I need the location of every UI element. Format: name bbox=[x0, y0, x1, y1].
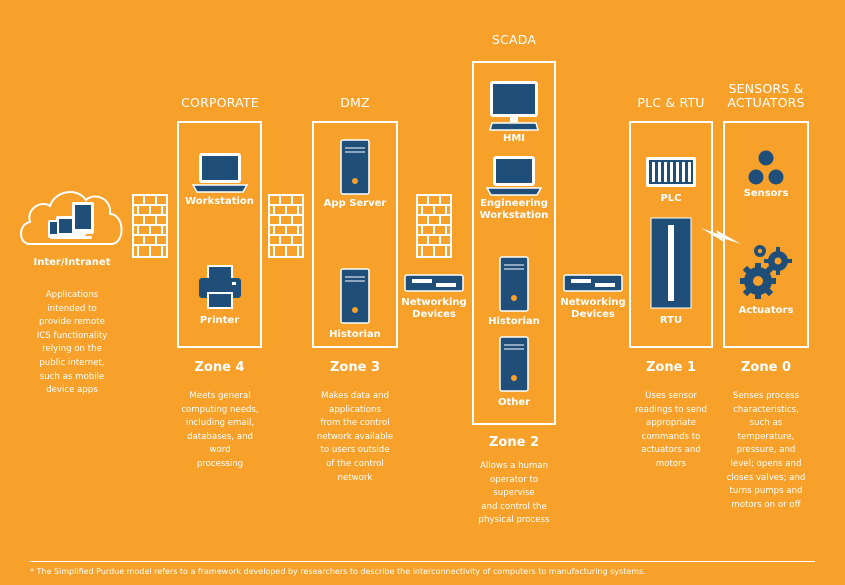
header-sensors-line2: ACTUATORS bbox=[727, 95, 805, 110]
zone4-description: Meets general computing needs, including… bbox=[181, 391, 259, 469]
sensors-label: Sensors bbox=[743, 188, 789, 199]
zone4-box bbox=[177, 121, 262, 348]
zone2-title: Zone 2 bbox=[488, 435, 539, 450]
header-sensors-line1: SENSORS & bbox=[728, 81, 804, 96]
zone2-description: Allows a human operator to supervise and… bbox=[478, 461, 550, 526]
switch-icon bbox=[563, 274, 623, 292]
zone3-description: Makes data and applications from the con… bbox=[316, 391, 394, 483]
zone3-box bbox=[312, 121, 398, 348]
gears-icon bbox=[740, 245, 792, 299]
rtu-icon bbox=[650, 217, 692, 309]
server-icon bbox=[340, 139, 370, 195]
header-scada: SCADA bbox=[491, 32, 537, 47]
other-label: Other bbox=[497, 397, 531, 408]
firewall-icon bbox=[268, 194, 304, 258]
lightning-icon bbox=[701, 228, 741, 244]
footnote: * The Simplified Purdue model refers to … bbox=[30, 567, 646, 576]
sensors-icon bbox=[748, 150, 784, 185]
hmi-label: HMI bbox=[502, 133, 526, 144]
printer-icon bbox=[199, 265, 241, 309]
engineering-workstation-line2: Workstation bbox=[479, 210, 549, 221]
cloud-icon bbox=[20, 191, 123, 245]
header-dmz: DMZ bbox=[340, 95, 370, 110]
actuators-label: Actuators bbox=[738, 305, 794, 316]
networking-devices-2-line1: Networking bbox=[560, 297, 626, 308]
laptop-icon bbox=[192, 153, 248, 193]
printer-label: Printer bbox=[199, 315, 240, 326]
monitor-icon bbox=[489, 81, 539, 131]
zone1-description: Uses sensor readings to send appropriate… bbox=[635, 391, 707, 469]
zone0-title: Zone 0 bbox=[740, 360, 791, 375]
rtu-label: RTU bbox=[659, 315, 683, 326]
footnote-divider bbox=[30, 561, 815, 562]
networking-devices-1-line1: Networking bbox=[401, 297, 467, 308]
server-icon bbox=[499, 256, 529, 312]
workstation-label: Workstation bbox=[185, 196, 254, 207]
zone2-box bbox=[472, 61, 556, 425]
inter-description: Applications intended to provide remote … bbox=[36, 290, 108, 396]
historian-zone3-label: Historian bbox=[329, 329, 381, 340]
server-icon bbox=[499, 336, 529, 392]
inter-intranet-label: Inter/Intranet bbox=[33, 257, 111, 268]
zone4-title: Zone 4 bbox=[194, 360, 245, 375]
header-plc-rtu: PLC & RTU bbox=[637, 95, 705, 110]
zone1-title: Zone 1 bbox=[645, 360, 696, 375]
firewall-icon bbox=[416, 194, 452, 258]
switch-icon bbox=[404, 274, 464, 292]
networking-devices-2-line2: Devices bbox=[571, 309, 615, 320]
laptop-icon bbox=[486, 156, 542, 196]
networking-devices-1-line2: Devices bbox=[412, 309, 456, 320]
plc-label: PLC bbox=[660, 193, 682, 204]
engineering-workstation-line1: Engineering bbox=[480, 198, 548, 209]
app-server-label: App Server bbox=[323, 198, 387, 209]
firewall-icon bbox=[132, 194, 168, 258]
header-corporate: CORPORATE bbox=[181, 95, 259, 110]
plc-icon bbox=[646, 157, 696, 187]
zone3-title: Zone 3 bbox=[329, 360, 380, 375]
server-icon bbox=[340, 268, 370, 324]
zone0-description: Senses process characteristics, such as … bbox=[726, 391, 806, 510]
historian-zone2-label: Historian bbox=[488, 316, 540, 327]
